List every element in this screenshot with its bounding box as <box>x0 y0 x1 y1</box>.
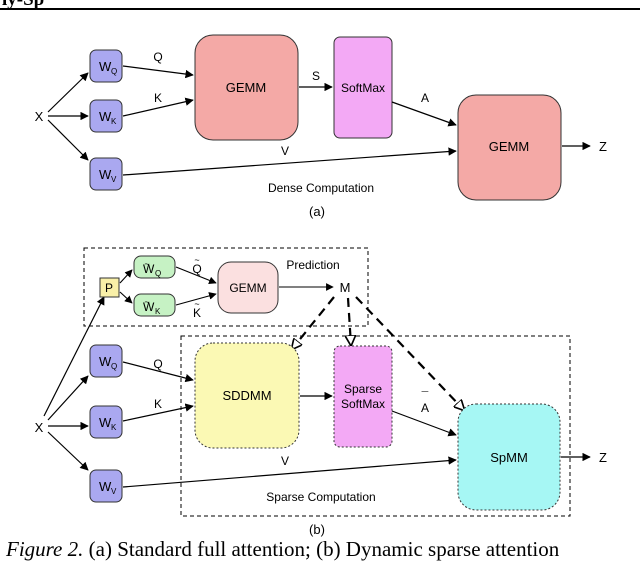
top-weight-k-sub: K <box>111 117 117 126</box>
header-title: ly-Sp <box>2 0 44 11</box>
sparse-softmax-label-1: Sparse <box>344 382 382 396</box>
pred-gemm: GEMM <box>217 261 279 314</box>
top-weight-q: W Q <box>89 49 123 83</box>
top-edge-s-label: S <box>312 69 320 83</box>
edge-p-wk <box>119 291 133 304</box>
top-weight-k-label: W <box>99 109 112 124</box>
p-box: P <box>99 277 120 298</box>
top-input-x: X <box>35 109 44 124</box>
pred-weight-q: ~ W Q <box>133 255 176 279</box>
top-output-z: Z <box>599 139 607 154</box>
top-edge-k <box>122 97 194 117</box>
top-edge-q-label: Q <box>153 50 162 64</box>
p-box-label: P <box>105 281 113 295</box>
bottom-edge-a-label: A <box>421 401 429 415</box>
top-weight-v: W V <box>89 157 123 191</box>
top-edge-q <box>122 65 194 79</box>
figure-caption: Figure 2. (a) Standard full attention; (… <box>6 537 559 562</box>
svg-text:¯: ¯ <box>421 389 429 403</box>
prediction-region <box>83 247 369 327</box>
panel-a: X W Q W K W V Q K GEMM <box>35 34 607 219</box>
mask-edge-sddmm <box>292 296 335 349</box>
top-weight-q-sub: Q <box>111 67 117 76</box>
top-edge-a <box>391 101 457 127</box>
sparse-computation-region <box>180 335 571 517</box>
pred-weight-q-sub: Q <box>155 269 161 278</box>
bottom-weight-v-label: W <box>99 479 112 494</box>
bottom-weight-k-label: W <box>99 415 112 430</box>
top-edge-a-label: A <box>421 91 429 105</box>
mask-edge-softmax <box>348 297 351 345</box>
bottom-edge-a <box>391 410 457 437</box>
bottom-edge-k-label: K <box>154 397 162 411</box>
bottom-edge-q <box>122 361 194 383</box>
prediction-label: Prediction <box>286 258 339 272</box>
top-gemm-2-label: GEMM <box>489 139 529 154</box>
top-panel-label: (a) <box>309 204 325 219</box>
top-softmax: SoftMax <box>333 36 393 139</box>
bottom-weight-k: W K <box>89 405 123 439</box>
bottom-weight-k-sub: K <box>111 423 117 432</box>
pred-weight-k-sub: K <box>155 307 161 316</box>
top-gemm-2: GEMM <box>457 94 562 201</box>
panel-b: X P ~ W Q ~ W K ~ Q ~ K <box>35 247 607 537</box>
top-gemm-1-label: GEMM <box>226 80 266 95</box>
bottom-edge-k <box>122 403 194 422</box>
bottom-edge-v-label: V <box>281 454 289 468</box>
bottom-edge-q-label: Q <box>153 357 162 371</box>
bottom-weight-q: W Q <box>89 344 123 378</box>
pred-weight-k: ~ W K <box>133 293 176 317</box>
sparse-softmax-label-2: SoftMax <box>341 397 385 411</box>
pred-gemm-label: GEMM <box>229 281 266 295</box>
pred-weight-k-label: W <box>143 300 155 314</box>
bottom-input-x: X <box>35 420 44 435</box>
bottom-edge-x-wv <box>47 431 89 471</box>
bottom-panel-label: (b) <box>309 522 325 537</box>
bottom-edge-x-p <box>43 296 105 417</box>
svg-text:~: ~ <box>194 255 199 265</box>
bottom-weight-q-label: W <box>99 354 112 369</box>
pred-edge-q <box>175 266 217 285</box>
bottom-weight-v-sub: V <box>111 487 117 496</box>
spmm-block: SpMM <box>457 403 561 511</box>
top-edge-x-wq <box>47 72 89 113</box>
sddmm-block: SDDMM <box>194 342 300 449</box>
pred-edge-q-label: Q <box>192 262 201 276</box>
mask-m: M <box>340 280 351 295</box>
top-region-label: Dense Computation <box>268 181 374 195</box>
top-weight-v-sub: V <box>111 175 117 184</box>
svg-text:~: ~ <box>144 259 149 269</box>
top-edge-v-label: V <box>281 144 289 158</box>
top-softmax-label: SoftMax <box>341 81 385 95</box>
top-weight-v-label: W <box>99 167 112 182</box>
top-edge-x-wv <box>47 119 89 161</box>
top-weight-k: W K <box>89 99 123 133</box>
header-rule <box>0 8 640 10</box>
top-edge-v <box>122 147 457 176</box>
bottom-weight-v: W V <box>89 469 123 503</box>
top-weight-q-label: W <box>99 59 112 74</box>
bottom-edge-v <box>122 456 457 488</box>
top-gemm-1: GEMM <box>194 34 299 141</box>
mask-edge-spmm <box>355 296 464 410</box>
bottom-region-label: Sparse Computation <box>266 490 375 504</box>
pred-edge-k-label: K <box>193 306 201 320</box>
svg-text:~: ~ <box>144 297 149 307</box>
sddmm-label: SDDMM <box>222 388 271 403</box>
caption-text: (a) Standard full attention; (b) Dynamic… <box>83 537 560 561</box>
bottom-weight-q-sub: Q <box>111 362 117 371</box>
spmm-label: SpMM <box>490 450 528 465</box>
caption-figure-number: Figure 2. <box>6 537 84 561</box>
pred-weight-q-label: W <box>143 262 155 276</box>
bottom-edge-x-wq <box>47 375 89 421</box>
pred-edge-k <box>175 292 217 306</box>
top-edge-k-label: K <box>154 91 162 105</box>
svg-text:~: ~ <box>194 299 199 309</box>
sparse-softmax-block: Sparse SoftMax <box>333 345 393 448</box>
bottom-output-z: Z <box>599 450 607 465</box>
edge-p-wq <box>119 269 133 284</box>
